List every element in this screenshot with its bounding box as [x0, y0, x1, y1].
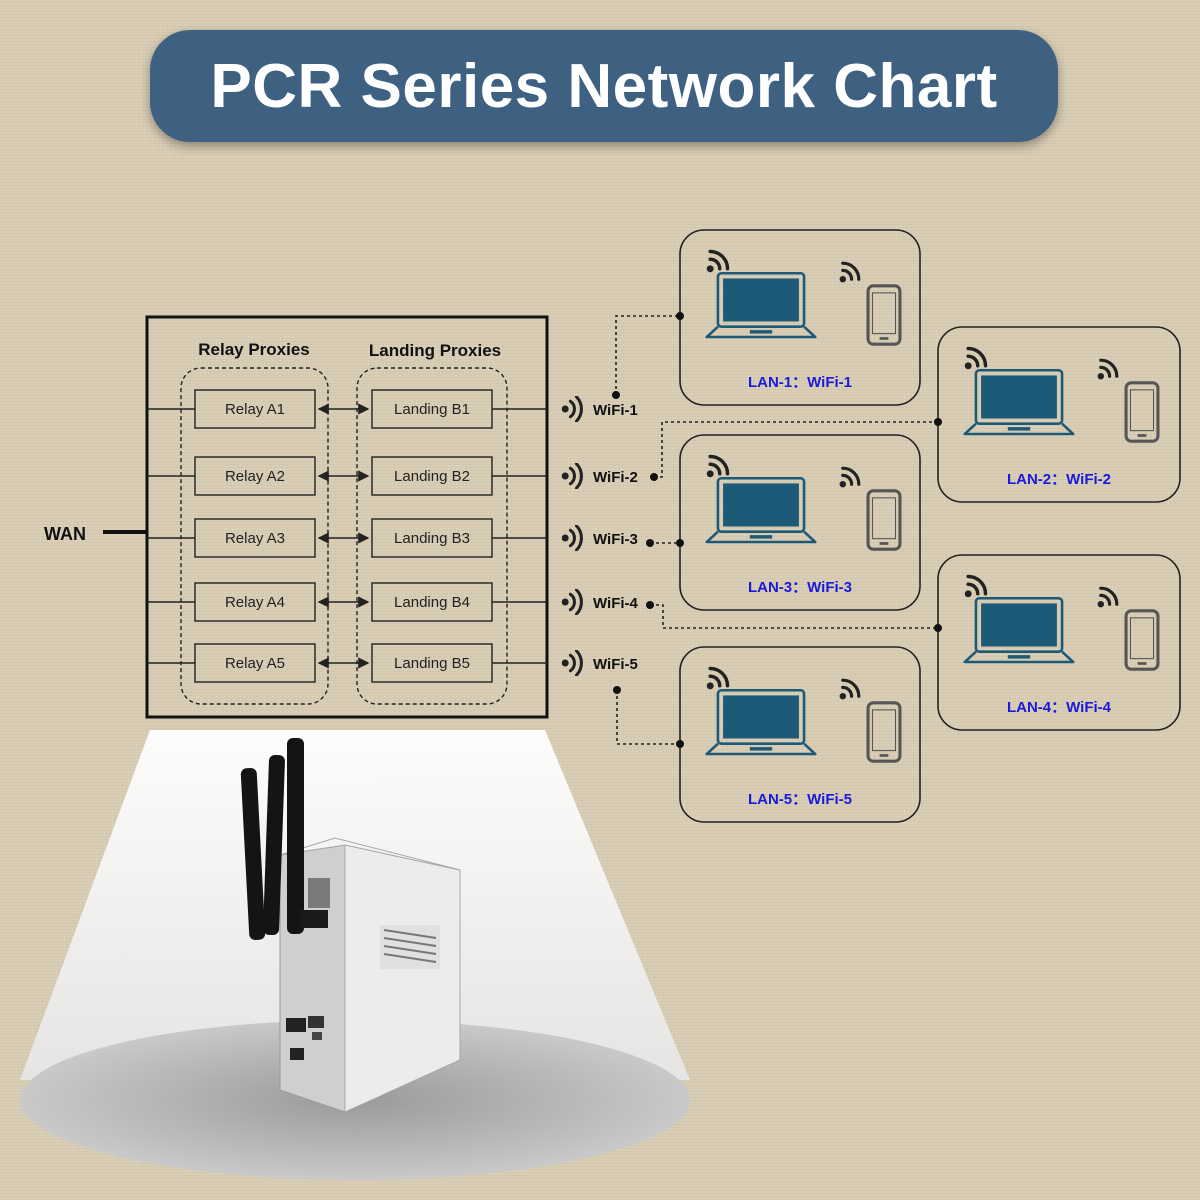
lan-label: LAN-1：WiFi-1: [748, 374, 852, 391]
proxy-row: Relay A1 Landing B1 WiFi-1: [147, 389, 638, 429]
phone-icon: [1124, 609, 1160, 671]
proxy-row: Relay A3 Landing B3 WiFi-3: [147, 518, 638, 558]
relay-box: [194, 518, 316, 558]
lan-outline: [937, 326, 1181, 503]
device-photo: [20, 730, 690, 1180]
phone-wifi-icon: [1096, 358, 1119, 381]
lan-outline: [937, 554, 1181, 731]
relay-label: Relay A3: [225, 530, 285, 547]
phone-wifi-icon: [1096, 586, 1119, 609]
proxy-row: Relay A4 Landing B4 WiFi-4: [147, 582, 639, 622]
phone-icon: [866, 489, 902, 551]
lan-label: LAN-4：WiFi-4: [1007, 699, 1112, 716]
laptop-icon: [963, 596, 1075, 664]
wifi-port-icon: [560, 463, 583, 489]
lan-box: LAN-4：WiFi-4: [937, 554, 1181, 731]
lan-label: LAN-5：WiFi-5: [748, 791, 852, 808]
relay-label: Relay A2: [225, 468, 285, 485]
wifi-port-icon: [560, 525, 583, 551]
title-banner: PCR Series Network Chart: [150, 30, 1058, 142]
lan-box: LAN-2：WiFi-2: [937, 326, 1181, 503]
phone-wifi-icon: [838, 466, 861, 489]
laptop-icon: [705, 688, 817, 756]
wifi-port-label: WiFi-1: [593, 402, 638, 419]
lan-box: LAN-5：WiFi-5: [679, 646, 921, 823]
lan-outline: [679, 434, 921, 611]
phone-icon: [1124, 381, 1160, 443]
relay-group-label: Relay Proxies: [198, 340, 310, 359]
proxy-row: Relay A5 Landing B5 WiFi-5: [147, 643, 638, 683]
router-box: [145, 315, 549, 719]
lan-box: LAN-1：WiFi-1: [679, 229, 921, 406]
lan-label: LAN-2：WiFi-2: [1007, 471, 1111, 488]
wifi-port-icon: [560, 589, 583, 615]
phone-icon: [866, 284, 902, 346]
relay-label: Relay A5: [225, 655, 285, 672]
lan-box: LAN-3：WiFi-3: [679, 434, 921, 611]
relay-label: Relay A4: [225, 594, 285, 611]
wifi-port-label: WiFi-5: [593, 656, 638, 673]
phone-wifi-icon: [838, 261, 861, 284]
landing-label: Landing B4: [394, 594, 470, 611]
relay-box: [194, 582, 316, 622]
landing-label: Landing B1: [394, 401, 470, 418]
laptop-icon: [705, 271, 817, 339]
landing-group-label: Landing Proxies: [369, 341, 501, 360]
laptop-icon: [705, 476, 817, 544]
relay-box: [194, 643, 316, 683]
wan-label: WAN: [44, 524, 86, 544]
dotted-links: [615, 315, 938, 745]
proxy-row: Relay A2 Landing B2 WiFi-2: [147, 456, 638, 496]
laptop-wifi-icon: [963, 574, 988, 599]
relay-box: [194, 456, 316, 496]
laptop-icon: [963, 368, 1075, 436]
landing-label: Landing B5: [394, 655, 470, 672]
relay-label: Relay A1: [225, 401, 285, 418]
relay-box: [194, 389, 316, 429]
wifi-port-icon: [560, 396, 583, 422]
laptop-wifi-icon: [705, 249, 730, 274]
wifi-port-icon: [560, 650, 583, 676]
lan-label: LAN-3：WiFi-3: [748, 579, 852, 596]
phone-wifi-icon: [838, 678, 861, 701]
relay-group: [180, 367, 329, 705]
phone-icon: [866, 701, 902, 763]
wifi-port-label: WiFi-3: [593, 531, 638, 548]
lan-outline: [679, 646, 921, 823]
landing-label: Landing B2: [394, 468, 470, 485]
wifi-port-label: WiFi-2: [593, 469, 638, 486]
wifi-port-label: WiFi-4: [593, 595, 639, 612]
landing-label: Landing B3: [394, 530, 470, 547]
laptop-wifi-icon: [705, 666, 730, 691]
laptop-wifi-icon: [705, 454, 730, 479]
laptop-wifi-icon: [963, 346, 988, 371]
diagram-title: PCR Series Network Chart: [210, 51, 998, 121]
